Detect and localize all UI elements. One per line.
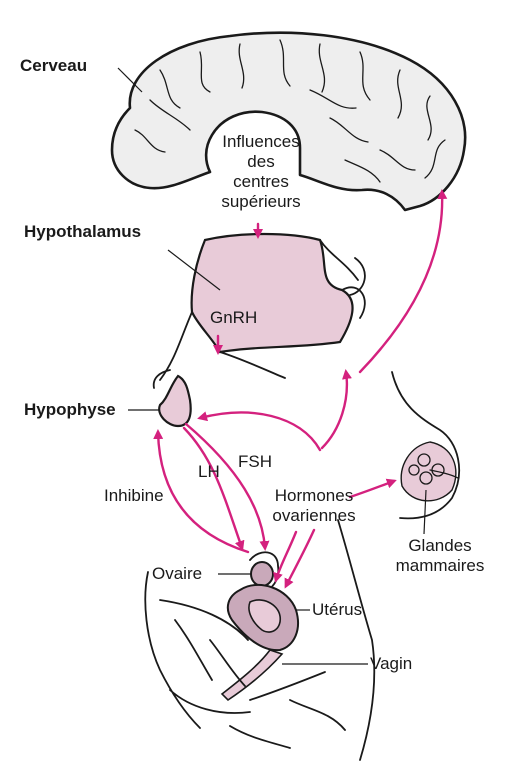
label-vagin: Vagin (370, 654, 413, 673)
brainstem-outline (319, 239, 366, 319)
arrow-feedback-brain (358, 189, 448, 374)
arrow-hormones-breast (348, 478, 397, 499)
body-outline-right (337, 519, 376, 761)
label-glandes-line-2: mammaires (395, 556, 485, 575)
label-inhibine: Inhibine (104, 486, 164, 505)
arrow-fsh (184, 422, 270, 551)
leader-cerveau (117, 67, 143, 93)
label-glandes-mammaires: Glandes mammaires (378, 536, 502, 576)
hypothalamus-floor (159, 311, 286, 381)
label-lh: LH (198, 462, 220, 481)
breast-outline (391, 371, 460, 520)
label-fsh: FSH (238, 452, 272, 471)
arrow-inhibine (153, 429, 250, 554)
label-influences-line-2: des (247, 152, 275, 171)
label-influences-line-3: centres (233, 172, 289, 191)
label-glandes-line-1: Glandes (408, 536, 472, 555)
vagina-shape (220, 649, 284, 702)
ovary-shape (250, 561, 274, 587)
gland-lobule (419, 471, 433, 485)
leader-hypothalamus (167, 249, 221, 291)
label-influences-line-1: Influences (222, 132, 300, 151)
brain-shape (110, 31, 467, 212)
label-influences: Influences des centres supérieurs (198, 132, 324, 212)
leader-glandes (423, 489, 427, 535)
arrow-hormones-uterus-1 (273, 530, 298, 583)
arrow-feedback-hypothalamus (320, 369, 352, 450)
uterus-cavity (248, 599, 282, 633)
arrow-feedback-pituitary (197, 411, 322, 452)
milk-duct (429, 469, 459, 479)
hypothalamus-shape (190, 232, 354, 354)
label-uterus: Utérus (312, 600, 363, 619)
pituitary-stalk (152, 369, 171, 389)
label-hormones-line-1: Hormones (274, 486, 354, 505)
label-hypophyse: Hypophyse (24, 400, 116, 419)
label-hormones-ovariennes: Hormones ovariennes (262, 486, 366, 526)
label-hypothalamus: Hypothalamus (24, 222, 142, 241)
pituitary-shape (158, 374, 192, 428)
label-influences-line-4: supérieurs (221, 192, 301, 211)
gland-lobule (417, 453, 431, 467)
label-cerveau: Cerveau (20, 56, 88, 75)
label-gnrh: GnRH (210, 308, 258, 327)
pelvis-outline (144, 571, 346, 749)
arrow-lh (182, 426, 245, 551)
label-hormones-line-2: ovariennes (272, 506, 356, 525)
arrow-hormones-uterus-2 (284, 528, 316, 589)
label-ovaire: Ovaire (152, 564, 203, 583)
gland-lobule (408, 464, 420, 476)
